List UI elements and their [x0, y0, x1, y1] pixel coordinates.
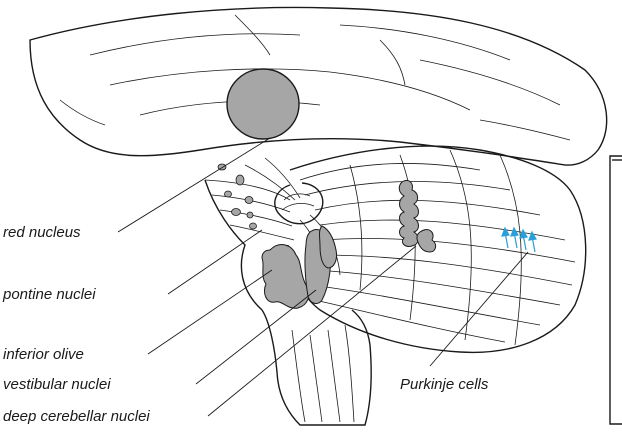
thalamus-nucleus	[227, 69, 299, 139]
deep-cerebellar-nuclei-shape	[320, 226, 337, 268]
leader-pontine-nuclei	[168, 230, 262, 294]
label-pontine-nuclei: pontine nuclei	[3, 286, 96, 304]
label-inferior-olive: inferior olive	[3, 346, 84, 364]
label-purkinje-cells: Purkinje cells	[400, 376, 488, 394]
purkinje-layer	[399, 180, 435, 252]
label-red-nucleus: red nucleus	[3, 224, 81, 242]
label-deep-cerebellar-nuclei: deep cerebellar nuclei	[3, 408, 150, 426]
leader-purkinje-cells	[430, 252, 528, 366]
leader-inferior-olive	[148, 270, 272, 354]
inferior-olive-shape	[262, 245, 309, 309]
label-vestibular-nuclei: vestibular nuclei	[3, 376, 111, 394]
cerebral-hemisphere	[30, 7, 607, 165]
side-panel-frame	[610, 156, 622, 424]
